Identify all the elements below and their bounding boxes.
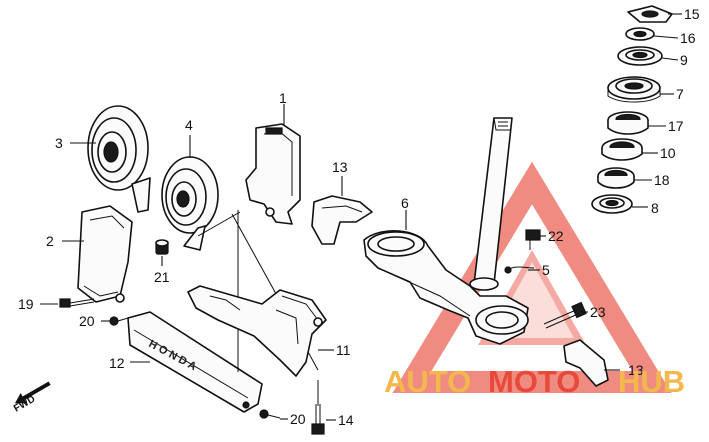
bearing-icon-16 (625, 27, 655, 41)
label-9: 9 (680, 52, 688, 68)
bearing-icon-10 (601, 138, 643, 161)
fork-stem-icon (469, 117, 513, 291)
clip-icon-5 (504, 266, 535, 274)
horn-bracket-part (245, 123, 301, 225)
label-21: 21 (154, 269, 170, 285)
horn-cover-part (77, 205, 133, 303)
fork-bridge-part (363, 230, 529, 345)
screw-icon-20a (109, 316, 129, 326)
label-13: 13 (332, 159, 348, 175)
bearing-icon-9 (617, 46, 663, 66)
label-7: 7 (676, 86, 684, 102)
watermark-moto: MOTO (488, 364, 580, 399)
label-16: 16 (680, 30, 696, 46)
fwd-label: FWD (12, 394, 37, 415)
label-2: 2 (46, 233, 54, 249)
label-18: 18 (654, 172, 670, 188)
bearing-icon-8 (591, 194, 633, 214)
nut-icon-21 (155, 239, 169, 255)
watermark-hub: HUB (618, 364, 685, 399)
stem-cover-part-lower (563, 339, 609, 387)
bearing-icon-17 (607, 111, 649, 135)
label-15: 15 (684, 6, 700, 22)
bearing-icon-15 (627, 5, 673, 23)
bolt-icon-23 (543, 301, 587, 329)
label-12: 12 (109, 355, 125, 371)
fwd-arrow-icon (15, 381, 51, 404)
label-20-a: 20 (79, 313, 95, 329)
label-17: 17 (668, 118, 684, 134)
label-23: 23 (590, 304, 606, 320)
label-6: 6 (401, 195, 409, 211)
label-1: 1 (279, 90, 287, 106)
watermark: AUTO MOTO HUB (384, 364, 685, 399)
label-3: 3 (55, 135, 63, 151)
label-4: 4 (185, 117, 193, 133)
label-22: 22 (548, 228, 564, 244)
label-14: 14 (338, 412, 354, 428)
label-19: 19 (18, 296, 34, 312)
bolt-icon-14 (311, 404, 325, 435)
label-20-b: 20 (290, 411, 306, 427)
label-8: 8 (651, 200, 659, 216)
label-11: 11 (336, 342, 351, 358)
bolt-icon-22 (525, 229, 541, 250)
screw-icon-20b (259, 409, 281, 419)
label-5: 5 (542, 262, 550, 278)
watermark-auto: AUTO (384, 364, 471, 399)
emblem-bar-part: H O N D A (127, 311, 263, 413)
stem-cover-part (311, 195, 373, 245)
bearing-icon-18 (597, 167, 635, 189)
label-13-lower: 13 (628, 362, 644, 378)
mounting-plate-part (187, 285, 327, 377)
horn-icon (87, 105, 151, 213)
bearing-icon-7 (607, 76, 661, 103)
bolt-icon-19 (59, 298, 95, 308)
horn-icon-2 (161, 156, 219, 251)
label-10: 10 (660, 145, 676, 161)
